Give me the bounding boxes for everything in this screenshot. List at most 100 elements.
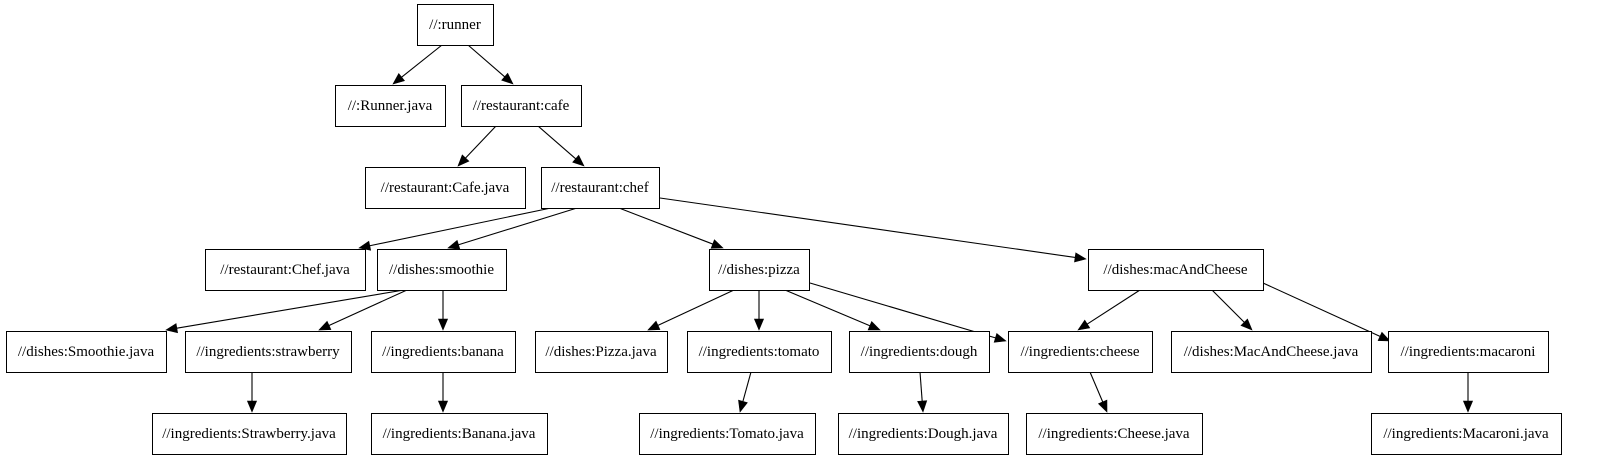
graph-edge <box>318 289 408 331</box>
node-box[interactable] <box>638 412 817 456</box>
edge-arrowhead-icon <box>447 239 461 250</box>
edge-arrowhead-icon <box>1240 318 1253 331</box>
node-label: //ingredients:Macaroni.java <box>1383 426 1549 442</box>
edge-line <box>1211 289 1245 323</box>
edge-line <box>176 289 405 329</box>
node-label: //dishes:macAndCheese <box>1103 262 1247 278</box>
graph-node-ing_macaroni[interactable]: //ingredients:macaroni <box>1387 330 1550 374</box>
node-box[interactable] <box>837 412 1010 456</box>
node-box[interactable] <box>686 330 833 374</box>
edge-line <box>537 125 577 160</box>
node-box[interactable] <box>416 3 495 47</box>
graph-node-dishes_smoothie[interactable]: //dishes:smoothie <box>376 248 508 292</box>
edge-line <box>659 197 1076 258</box>
node-box[interactable] <box>1007 330 1154 374</box>
graph-edge <box>753 290 765 331</box>
edge-line <box>809 282 996 339</box>
graph-node-restaurant_cafe[interactable]: //restaurant:cafe <box>460 84 583 128</box>
edge-line <box>401 44 443 78</box>
edges-layer <box>165 44 1474 413</box>
node-box[interactable] <box>540 166 661 210</box>
edge-line <box>657 289 735 326</box>
graph-edge <box>659 197 1087 263</box>
graph-node-runner_java[interactable]: //:Runner.java <box>334 84 447 128</box>
graph-node-ing_cheese[interactable]: //ingredients:cheese <box>1007 330 1154 374</box>
node-box[interactable] <box>708 248 811 292</box>
node-box[interactable] <box>848 330 991 374</box>
node-box[interactable] <box>1370 412 1563 456</box>
node-box[interactable] <box>1387 330 1550 374</box>
node-label: //dishes:smoothie <box>389 262 494 278</box>
edge-line <box>1089 371 1104 403</box>
node-label: //ingredients:dough <box>861 344 978 360</box>
graph-node-dough_java[interactable]: //ingredients:Dough.java <box>837 412 1010 456</box>
graph-node-smoothie_java[interactable]: //dishes:Smoothie.java <box>5 330 168 374</box>
graph-node-dishes_macncheese[interactable]: //dishes:macAndCheese <box>1087 248 1265 292</box>
node-label: //restaurant:cafe <box>473 98 570 114</box>
graph-edge <box>647 289 735 331</box>
edge-arrowhead-icon <box>993 332 1007 343</box>
graph-node-cafe_java[interactable]: //restaurant:Cafe.java <box>364 166 527 210</box>
edge-line <box>369 207 552 247</box>
node-box[interactable] <box>370 412 549 456</box>
node-label: //ingredients:tomato <box>699 344 820 360</box>
nodes-layer: //:runner //:Runner.java //restaurant:cafe… <box>5 3 1563 456</box>
edge-line <box>742 371 752 402</box>
edge-arrowhead-icon <box>753 318 765 331</box>
node-box[interactable] <box>370 330 517 374</box>
node-label: //ingredients:Cheese.java <box>1038 426 1190 442</box>
node-box[interactable] <box>364 166 527 210</box>
edge-arrowhead-icon <box>917 400 928 413</box>
graph-edge <box>392 44 443 85</box>
graph-node-ing_tomato[interactable]: //ingredients:tomato <box>686 330 833 374</box>
node-box[interactable] <box>1170 330 1373 374</box>
node-box[interactable] <box>204 248 367 292</box>
graph-node-ing_dough[interactable]: //ingredients:dough <box>848 330 991 374</box>
edge-line <box>784 289 871 327</box>
node-label: //:runner <box>429 17 481 33</box>
edge-arrowhead-icon <box>647 320 661 331</box>
edge-line <box>467 44 506 78</box>
graph-edge <box>1211 289 1253 331</box>
node-label: //restaurant:Chef.java <box>220 262 350 278</box>
edge-arrowhead-icon <box>437 318 449 331</box>
node-label: //dishes:Smoothie.java <box>18 344 155 360</box>
graph-node-dishes_pizza[interactable]: //dishes:pizza <box>708 248 811 292</box>
graph-edge <box>358 207 552 251</box>
graph-node-ing_strawberry[interactable]: //ingredients:strawberry <box>184 330 353 374</box>
graph-node-macaroni_java[interactable]: //ingredients:Macaroni.java <box>1370 412 1563 456</box>
edge-line <box>919 371 923 402</box>
graph-edge <box>437 290 449 331</box>
graph-node-runner[interactable]: //:runner <box>416 3 495 47</box>
edge-line <box>465 125 497 159</box>
graph-edge <box>447 207 578 250</box>
node-box[interactable] <box>534 330 669 374</box>
node-box[interactable] <box>1087 248 1265 292</box>
edge-arrowhead-icon <box>1377 331 1391 342</box>
graph-node-macncheese_java[interactable]: //dishes:MacAndCheese.java <box>1170 330 1373 374</box>
node-box[interactable] <box>376 248 508 292</box>
graph-edge <box>165 289 405 334</box>
graph-node-chef_java[interactable]: //restaurant:Chef.java <box>204 248 367 292</box>
node-label: //ingredients:banana <box>382 344 504 360</box>
graph-node-tomato_java[interactable]: //ingredients:Tomato.java <box>638 412 817 456</box>
node-box[interactable] <box>184 330 353 374</box>
edge-arrowhead-icon <box>165 323 178 334</box>
graph-node-banana_java[interactable]: //ingredients:Banana.java <box>370 412 549 456</box>
graph-edge <box>246 372 258 413</box>
graph-node-strawberry_java[interactable]: //ingredients:Strawberry.java <box>151 412 348 456</box>
graph-node-pizza_java[interactable]: //dishes:Pizza.java <box>534 330 669 374</box>
node-box[interactable] <box>1025 412 1204 456</box>
node-label: //dishes:pizza <box>718 262 800 278</box>
edge-arrowhead-icon <box>710 239 724 249</box>
node-box[interactable] <box>5 330 168 374</box>
node-label: //:Runner.java <box>348 98 433 114</box>
graph-node-ing_banana[interactable]: //ingredients:banana <box>370 330 517 374</box>
node-box[interactable] <box>151 412 348 456</box>
node-box[interactable] <box>460 84 583 128</box>
edge-line <box>328 289 408 326</box>
node-box[interactable] <box>334 84 447 128</box>
graph-node-restaurant_chef[interactable]: //restaurant:chef <box>540 166 661 210</box>
graph-node-cheese_java[interactable]: //ingredients:Cheese.java <box>1025 412 1204 456</box>
